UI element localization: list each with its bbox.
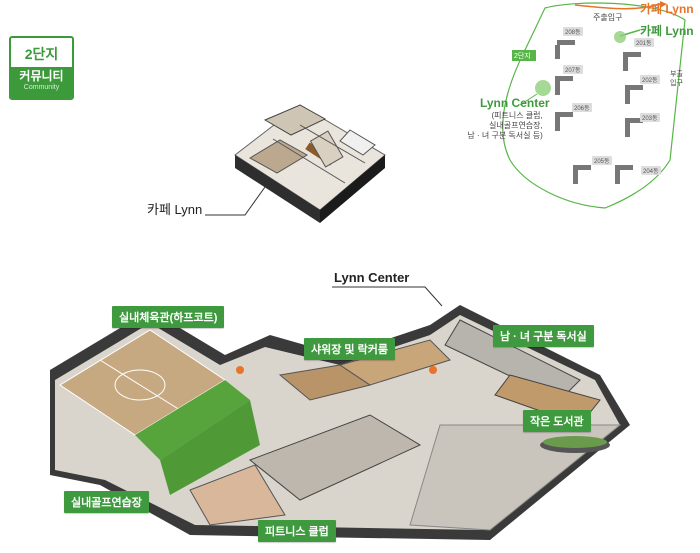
site-cafe-top: 카페 Lynn bbox=[640, 2, 694, 16]
site-cafe-label: 카페 Lynn bbox=[640, 24, 694, 38]
badge-footer: 커뮤니티 Community bbox=[11, 67, 72, 98]
badge-subtitle-en: Community bbox=[23, 84, 60, 91]
badge-title: 2단지 bbox=[24, 45, 59, 62]
cafe-leader-line bbox=[205, 186, 266, 216]
building-208: 208동 bbox=[563, 27, 583, 36]
label-shower: 샤워장 및 락커룸 bbox=[304, 338, 395, 360]
label-fitness: 피트니스 클럽 bbox=[258, 520, 336, 542]
badge-subtitle: 커뮤니티 bbox=[19, 69, 64, 83]
building-207: 207동 bbox=[563, 65, 583, 74]
desc-line-3: 남 · 녀 구분 독서실 등) bbox=[467, 131, 543, 140]
site-side-gate: 부출입구 bbox=[670, 71, 683, 87]
building-205: 205동 bbox=[592, 156, 612, 165]
building-203: 203동 bbox=[640, 113, 660, 122]
building-202: 202동 bbox=[640, 75, 660, 84]
label-golf: 실내골프연습장 bbox=[64, 491, 149, 513]
cafe-caption: 카페 Lynn bbox=[147, 202, 203, 217]
site-lynn-center: Lynn Center bbox=[480, 96, 550, 110]
complex-badge: 2단지 커뮤니티 Community bbox=[9, 36, 74, 100]
lynn-center-floorplan bbox=[50, 305, 630, 540]
desc-line-1: (피트니스 클럽, bbox=[491, 111, 543, 120]
site-map bbox=[502, 1, 686, 209]
building-201: 201동 bbox=[634, 38, 654, 47]
site-complex-tag: 2단지 bbox=[514, 53, 531, 60]
label-gym: 실내체육관(하프코트) bbox=[112, 306, 225, 328]
label-study-room: 남 · 녀 구분 독서실 bbox=[493, 325, 594, 347]
site-lynn-center-desc: (피트니스 클럽, 실내골프연습장, 남 · 녀 구분 독서실 등) bbox=[467, 111, 543, 141]
label-library: 작은 도서관 bbox=[523, 410, 591, 432]
cafe-floorplan bbox=[234, 104, 386, 223]
lynn-center-caption: Lynn Center bbox=[334, 270, 410, 285]
site-main-gate: 주출입구 bbox=[593, 13, 623, 22]
building-204: 204동 bbox=[641, 166, 661, 175]
building-206: 206동 bbox=[572, 103, 592, 112]
desc-line-2: 실내골프연습장, bbox=[489, 121, 543, 130]
lynn-center-leader-line bbox=[332, 286, 443, 307]
